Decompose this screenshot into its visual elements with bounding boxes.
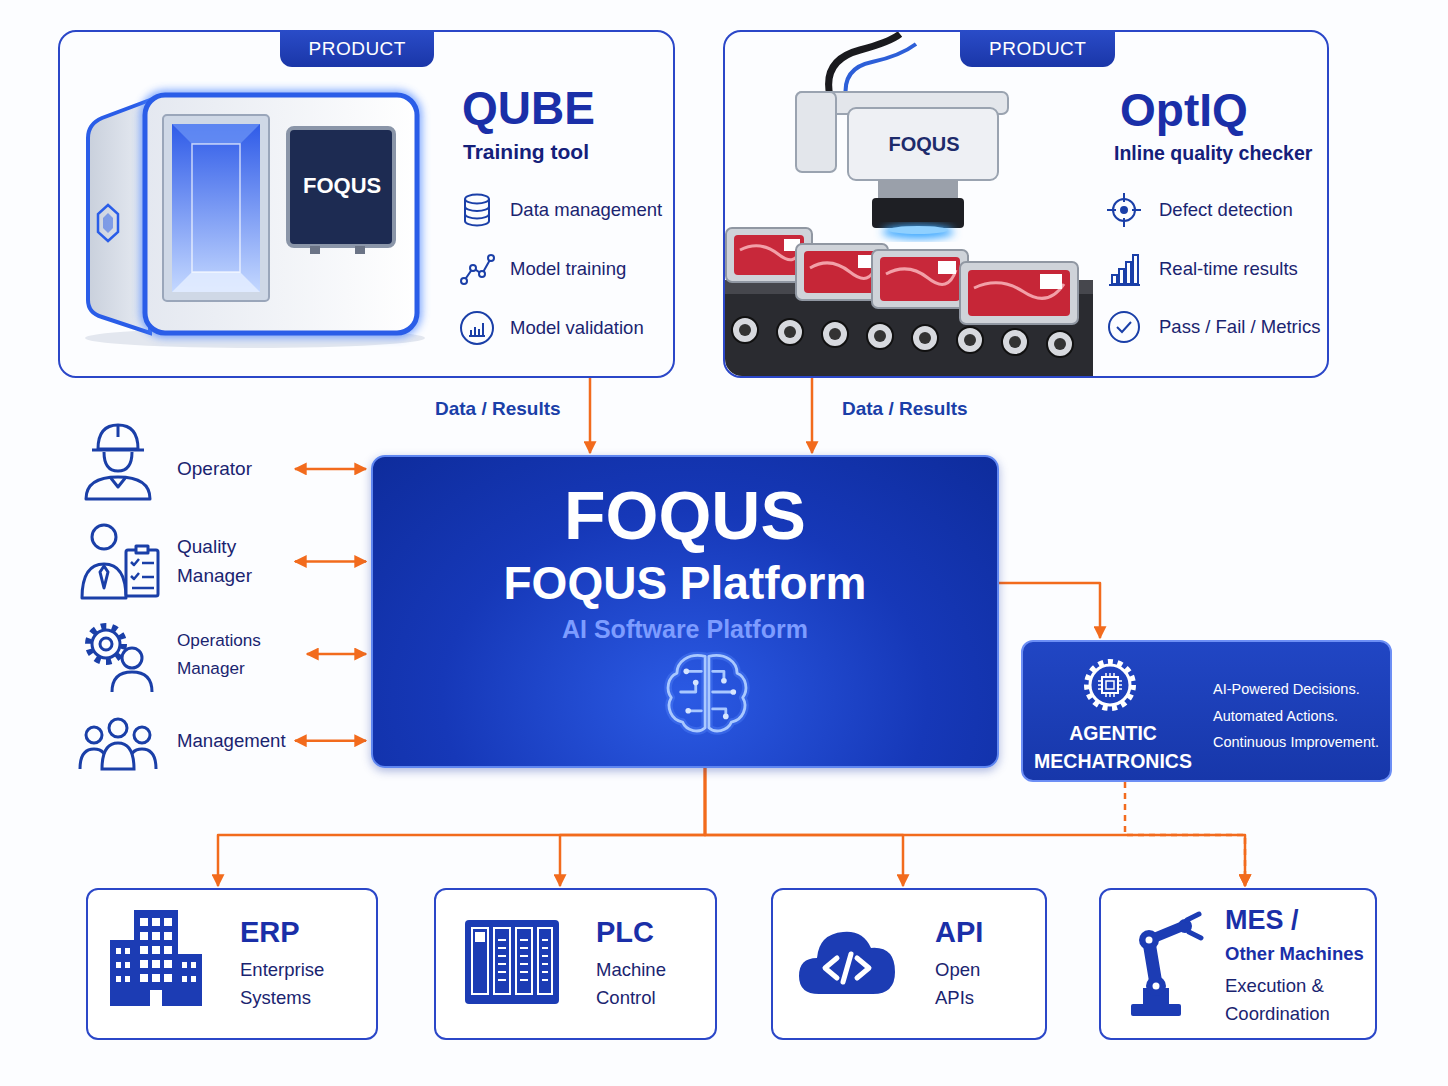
system-title: MES / Other Machines <box>1225 904 1373 970</box>
logo-text: FOQUS <box>303 174 381 198</box>
tab-label: PRODUCT <box>309 39 406 60</box>
connectors <box>218 378 1245 886</box>
system-box: ERP Enterprise Systems <box>86 888 378 1040</box>
system-title: PLC <box>596 918 654 947</box>
system-subtitle: Enterprise Systems <box>240 956 350 1012</box>
connector-arrow <box>218 768 705 886</box>
quality-manager-icon <box>78 520 162 600</box>
role-label: Management <box>177 730 286 751</box>
role-item: Operations Manager <box>76 614 303 698</box>
plc-icon <box>465 920 559 1004</box>
cloud-code-icon <box>795 920 899 1002</box>
system-subtitle: Machine Control <box>596 956 696 1012</box>
check-icon <box>1106 309 1142 345</box>
system-subtitle: Execution & Coordination <box>1225 972 1355 1028</box>
feature-item: Defect detection <box>1159 199 1293 220</box>
feature-item: Pass / Fail / Metrics <box>1159 316 1320 337</box>
product-panel: OptIQ Inline quality checkerDefect detect… <box>723 30 1329 378</box>
system-box: API Open APIs <box>771 888 1047 1040</box>
product-subtitle: Training tool <box>463 140 589 164</box>
agentic-box: AGENTIC MECHATRONICS AI-Powered Decisions… <box>1021 640 1392 782</box>
system-subtitle: Open APIs <box>935 956 997 1012</box>
connector-arrow <box>811 378 814 453</box>
platform-title: FOQUS Platform <box>504 560 867 606</box>
agentic-body: AI-Powered Decisions. Automated Actions.… <box>1213 676 1387 756</box>
connector-arrow <box>560 768 705 886</box>
product-subtitle: Inline quality checker <box>1114 142 1312 164</box>
validation-icon <box>459 310 495 346</box>
system-box: PLC Machine Control <box>434 888 717 1040</box>
role-item: Quality Manager <box>76 518 291 602</box>
platform-box: FOQUS FOQUS Platform AI Software Platform <box>371 455 999 768</box>
connector-arrow <box>999 583 1100 638</box>
product-title: OptIQ <box>1120 87 1248 133</box>
feature-item: Data management <box>510 199 662 220</box>
connector-arrow <box>705 768 1245 886</box>
edge-label: Data / Results <box>840 398 970 421</box>
crosshair-icon <box>1106 192 1142 228</box>
role-label: Quality Manager <box>177 533 287 590</box>
role-label: Operations Manager <box>177 626 297 682</box>
connector-arrow <box>705 768 903 886</box>
product-panel: QUBE Training toolData managementModel tr… <box>58 30 675 378</box>
building-icon <box>110 910 202 1006</box>
connector-arrow <box>295 739 366 742</box>
qube-machine <box>85 95 425 348</box>
role-item: Operator <box>76 415 291 505</box>
brain-icon <box>660 645 754 739</box>
feature-item: Model validation <box>510 317 644 338</box>
connector-arrow <box>295 468 366 471</box>
robot-arm-icon <box>1127 910 1205 1018</box>
agentic-title: AGENTIC MECHATRONICS <box>1029 719 1197 775</box>
role-label: Operator <box>177 458 252 480</box>
logo-text: FOQUS <box>889 133 960 155</box>
connector-arrow <box>589 378 592 453</box>
feature-item: Real-time results <box>1159 258 1298 279</box>
system-box: MES / Other MachinesExecution & Coordina… <box>1099 888 1377 1040</box>
training-icon <box>459 251 495 287</box>
edge-label: Data / Results <box>433 398 563 421</box>
system-title: API <box>935 918 983 947</box>
management-icon <box>76 717 160 771</box>
bars-icon <box>1106 251 1142 287</box>
product-tab: PRODUCT <box>960 30 1115 67</box>
role-item: Management <box>76 712 291 772</box>
product-title: QUBE <box>462 85 595 131</box>
tab-label: PRODUCT <box>989 39 1086 60</box>
connector-arrow <box>295 560 366 563</box>
optiq-line <box>725 34 1093 376</box>
database-icon <box>459 192 495 228</box>
product-tab: PRODUCT <box>280 30 434 67</box>
feature-item: Model training <box>510 258 626 279</box>
platform-subtitle: AI Software Platform <box>562 617 808 642</box>
system-title: ERP <box>240 918 300 947</box>
operator-icon <box>78 417 158 501</box>
connector-arrow <box>307 653 366 656</box>
operations-manager-icon <box>80 618 156 694</box>
logo-text: FOQUS <box>564 481 806 549</box>
connector-arrow <box>1125 782 1245 886</box>
gear-chip-icon <box>1080 655 1140 715</box>
